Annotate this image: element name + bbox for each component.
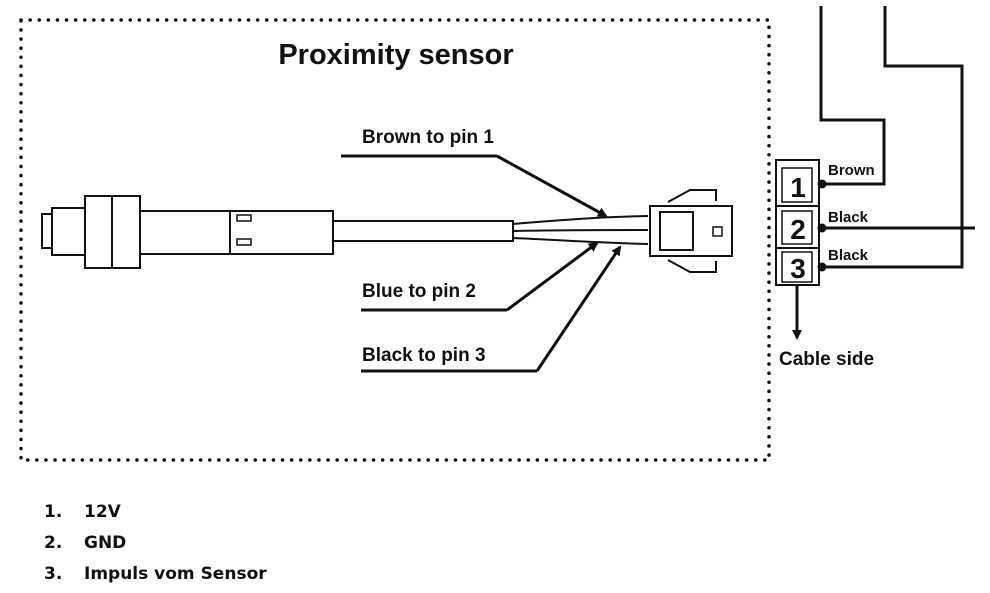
pin-1-number: 1 <box>790 172 806 203</box>
callout-pin1: Brown to pin 1 <box>362 127 494 148</box>
pin-3-number: 3 <box>790 253 806 284</box>
cable-side-wires <box>819 6 975 269</box>
sensor-frame <box>19 18 771 462</box>
diagram-title: Proximity sensor <box>278 39 513 71</box>
legend-text: GND <box>84 533 127 553</box>
legend-text: 12V <box>84 502 121 522</box>
legend-item: 3. Impuls vom Sensor <box>44 559 267 590</box>
callout-pin2: Blue to pin 2 <box>362 281 476 302</box>
wire-label-pin3: Black <box>828 247 869 264</box>
legend-text: Impuls vom Sensor <box>84 564 267 584</box>
legend-number: 1. <box>44 502 63 522</box>
proximity-sensor <box>41 195 334 269</box>
callout-leaders <box>341 154 622 373</box>
terminal-block: 1 2 3 <box>775 159 820 286</box>
wire-label-pin1: Brown <box>828 162 875 179</box>
legend-number: 2. <box>44 533 63 553</box>
callout-pin3: Black to pin 3 <box>362 345 486 366</box>
cable-side-label: Cable side <box>779 349 874 370</box>
sensor-cable <box>332 215 649 245</box>
pin-2-number: 2 <box>790 214 806 245</box>
legend-item: 2. GND <box>44 528 267 559</box>
wire-terminal-dots <box>817 179 827 272</box>
legend-item: 1. 12V <box>44 497 267 528</box>
connector-plug <box>649 189 733 273</box>
pin-legend: 1. 12V 2. GND 3. Impuls vom Sensor <box>44 497 267 590</box>
legend-number: 3. <box>44 564 63 584</box>
wire-label-pin2: Black <box>828 209 869 226</box>
